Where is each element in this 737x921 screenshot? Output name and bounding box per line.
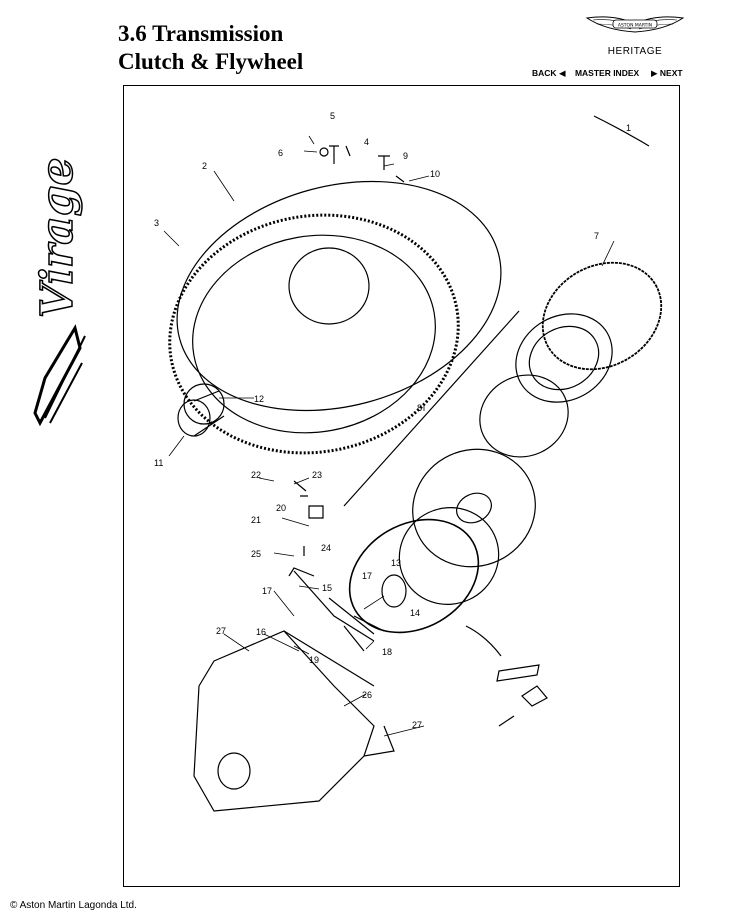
bell-housing: [193, 630, 375, 812]
back-link[interactable]: BACK ◀: [532, 68, 565, 78]
clutch-flywheel-diagram: 1 2 3 4 5 6 7 8 9 10 11 12 13 14 15 16 1…: [154, 111, 663, 812]
part-label: 24: [321, 543, 331, 553]
part-label: 12: [254, 394, 264, 404]
part-label: 11: [154, 458, 163, 468]
left-arrow-icon: ◀: [558, 68, 566, 78]
bearing-retainer: [183, 383, 225, 425]
flywheel-housing: [176, 180, 502, 412]
part-label: 13: [391, 558, 401, 568]
part-label: 27: [216, 626, 226, 636]
copyright-footer: © Aston Martin Lagonda Ltd.: [10, 900, 137, 911]
part-label: 17: [262, 586, 272, 596]
exploded-diagram-frame: 1 2 3 4 5 6 7 8 9 10 11 12 13 14 15 16 1…: [123, 85, 680, 887]
part-label: 8: [417, 403, 422, 413]
assembly-bracket-8: [343, 310, 520, 507]
clutch-disc: [398, 507, 500, 605]
part-label: 27: [412, 720, 422, 730]
next-link[interactable]: ▶ NEXT: [651, 68, 683, 78]
aston-martin-wings-logo: ASTON MARTIN: [585, 16, 685, 33]
pressure-plate: [515, 313, 613, 403]
side-logo-text: Virage: [32, 157, 83, 318]
part-label: 7: [594, 231, 599, 241]
part-label: 17: [362, 571, 372, 581]
part-label: 18: [382, 647, 392, 657]
part-1-line: [593, 115, 650, 147]
part-label: 21: [251, 515, 261, 525]
part-label: 9: [403, 151, 408, 161]
clutch-friction-plate: [541, 261, 663, 371]
diaphragm-ring: [479, 374, 569, 458]
flywheel-ring-gear: [168, 213, 460, 455]
part-label: 6: [278, 148, 283, 158]
next-label: NEXT: [659, 68, 683, 78]
part-label: 10: [430, 169, 440, 179]
flywheel-hub: [288, 247, 370, 325]
part-label: 1: [626, 123, 631, 133]
virage-side-logo: Virage: [31, 157, 86, 427]
part-label: 26: [362, 690, 372, 700]
diaphragm-spring: [412, 448, 536, 568]
master-index-link[interactable]: MASTER INDEX: [574, 68, 640, 78]
brand-badge-text: ASTON MARTIN: [618, 23, 652, 29]
back-label: BACK: [532, 68, 557, 78]
part-label: 25: [251, 549, 261, 559]
part-label: 20: [276, 503, 286, 513]
release-fork: [293, 570, 385, 652]
part-label: 5: [330, 111, 335, 121]
page-title: 3.6 Transmission Clutch & Flywheel: [118, 20, 303, 76]
heritage-caption: HERITAGE: [607, 46, 663, 57]
bell-housing-opening: [217, 752, 251, 790]
part-label: 15: [322, 583, 332, 593]
part-label: 23: [312, 470, 322, 480]
title-line-1: 3.6 Transmission: [118, 21, 284, 46]
part-label: 16: [256, 627, 266, 637]
title-line-2: Clutch & Flywheel: [118, 49, 304, 74]
release-housing: [348, 518, 480, 634]
flywheel-inner-ring: [192, 234, 436, 434]
right-arrow-icon: ▶: [650, 68, 658, 78]
part-label: 19: [309, 655, 319, 665]
part-label: 14: [410, 608, 420, 618]
part-label: 22: [251, 470, 261, 480]
part-label: 2: [202, 161, 207, 171]
part-label: 3: [154, 218, 159, 228]
navigation-bar: BACK ◀ MASTER INDEX ▶ NEXT: [532, 68, 683, 79]
part-label: 4: [364, 137, 369, 147]
release-bearing: [381, 574, 407, 608]
